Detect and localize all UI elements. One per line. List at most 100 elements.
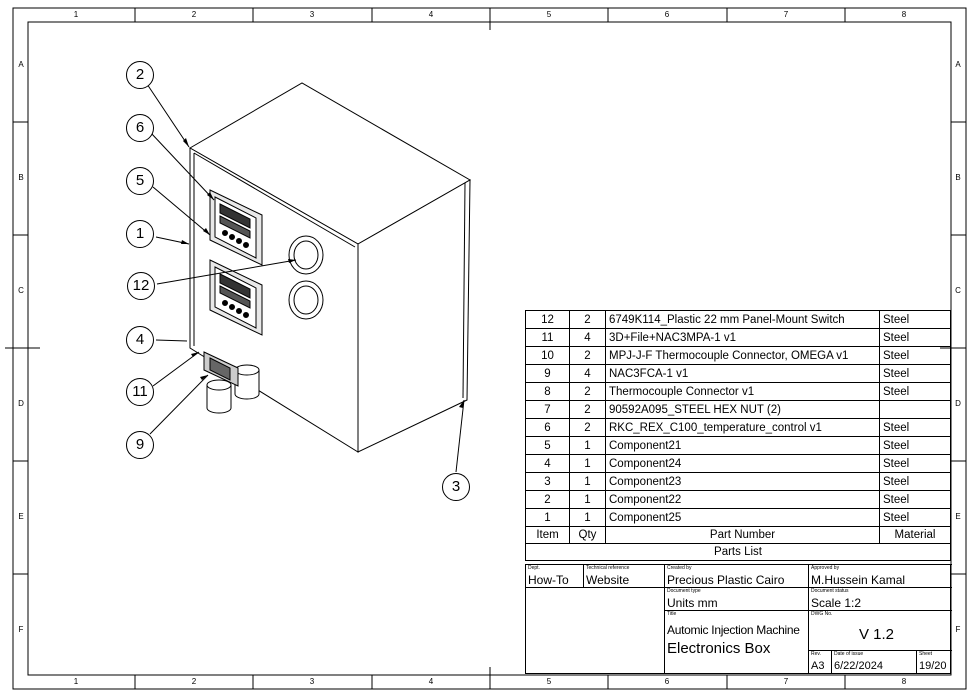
zone-column-label-bottom: 8 [901,677,907,686]
parts-list-cell-part: Component25 [605,508,880,527]
parts-list-cell-material: Steel [879,382,951,401]
title-block: Dept. How-To Technical reference Website… [525,564,952,674]
approved-by-value: M.Hussein Kamal [811,573,906,587]
balloon-item: 3 [442,473,470,501]
parts-list-cell-item: 1 [525,508,570,527]
parts-list-cell-material: Steel [879,418,951,437]
date-cell: Date of issue 6/22/2024 [831,650,916,674]
bottom-connectors [203,351,260,414]
header-qty: Qty [569,526,606,544]
balloon-item: 12 [127,272,155,300]
parts-list-cell-material: Steel [879,472,951,491]
header-item: Item [525,526,570,544]
date-label: Date of issue [834,651,864,657]
parts-list-cell-material: Steel [879,346,951,365]
parts-list-cell-material [879,400,951,419]
zone-row-label-left: A [18,60,24,69]
dwg-no-label: DWG No. [811,611,833,617]
sheet-cell: Sheet 19/20 [916,650,952,674]
parts-list-cell-material: Steel [879,454,951,473]
parts-list-cell-part: Component23 [605,472,880,491]
parts-list-cell-part: NAC3FCA-1 v1 [605,364,880,383]
zone-row-label-left: F [18,625,24,634]
sheet-value: 19/20 [919,660,947,672]
parts-list-cell-part: Component22 [605,490,880,509]
parts-list-cell-item: 11 [525,328,570,347]
zone-column-label-bottom: 3 [309,677,315,686]
parts-list-cell-qty: 2 [569,310,606,329]
zone-row-label-right: C [955,286,961,295]
dwg-no-cell: DWG No. V 1.2 [808,610,952,650]
zone-column-label-top: 6 [664,10,670,19]
parts-list-caption-row: Parts List [525,543,951,561]
balloon-item: 2 [126,61,154,89]
leader-lines [146,83,465,473]
zone-column-label-bottom: 1 [73,677,79,686]
parts-list-cell-part: RKC_REX_C100_temperature_control v1 [605,418,880,437]
parts-list-cell-qty: 1 [569,490,606,509]
zone-column-label-bottom: 2 [191,677,197,686]
title-label: Title [667,611,677,617]
parts-list-cell-material: Steel [879,310,951,329]
header-part-number: Part Number [605,526,880,544]
approved-by-label: Approved by [811,565,840,571]
sheet-label: Sheet [919,651,933,657]
parts-list-cell-material: Steel [879,364,951,383]
parts-list-cell-item: 2 [525,490,570,509]
parts-list-cell-part: Thermocouple Connector v1 [605,382,880,401]
rev-label: Rev. [811,651,821,657]
rev-value: A3 [811,660,825,672]
parts-list-cell-part: 6749K114_Plastic 22 mm Panel-Mount Switc… [605,310,880,329]
zone-column-label-bottom: 5 [546,677,552,686]
created-by-label: Created by [667,565,692,571]
temperature-controller-upper [209,189,263,266]
zone-row-label-left: C [18,286,24,295]
zone-row-label-right: E [955,512,961,521]
date-value: 6/22/2024 [834,660,883,672]
leader-arrowheads [181,138,464,408]
parts-list-cell-item: 6 [525,418,570,437]
zone-row-label-right: F [955,625,961,634]
created-by-value: Precious Plastic Cairo [667,573,785,587]
header-material: Material [879,526,951,544]
doc-status-cell: Document status Scale 1:2 [808,587,952,610]
balloon-item: 4 [126,326,154,354]
parts-list-cell-material: Steel [879,328,951,347]
dwg-no-value: V 1.2 [859,626,895,643]
parts-list-caption: Parts List [525,543,951,561]
parts-list-cell-item: 3 [525,472,570,491]
parts-list-cell-qty: 1 [569,472,606,491]
balloon-item: 6 [126,114,154,142]
temperature-controller-lower [209,259,263,336]
parts-list-cell-item: 10 [525,346,570,365]
parts-list-cell-qty: 2 [569,400,606,419]
zone-column-label-top: 5 [546,10,552,19]
tech-ref-label: Technical reference [586,565,630,571]
zone-column-label-bottom: 4 [428,677,434,686]
parts-list-cell-item: 7 [525,400,570,419]
balloon-item: 9 [126,431,154,459]
zone-column-label-top: 8 [901,10,907,19]
panel-switch-lower [288,280,324,320]
title-cell: Title Automic Injection Machine Electron… [664,610,808,674]
panel-switch-upper [288,235,324,275]
rev-cell: Rev. A3 [808,650,831,674]
zone-row-label-right: B [955,173,961,182]
blank-cell [526,587,664,674]
zone-column-label-top: 7 [783,10,789,19]
dept-value: How-To [528,573,569,587]
dept-cell: Dept. How-To [526,564,583,587]
approved-by-cell: Approved by M.Hussein Kamal [808,564,952,587]
balloon-item: 11 [126,378,154,406]
parts-list-cell-material: Steel [879,436,951,455]
parts-list-cell-qty: 1 [569,454,606,473]
parts-list-cell-item: 4 [525,454,570,473]
